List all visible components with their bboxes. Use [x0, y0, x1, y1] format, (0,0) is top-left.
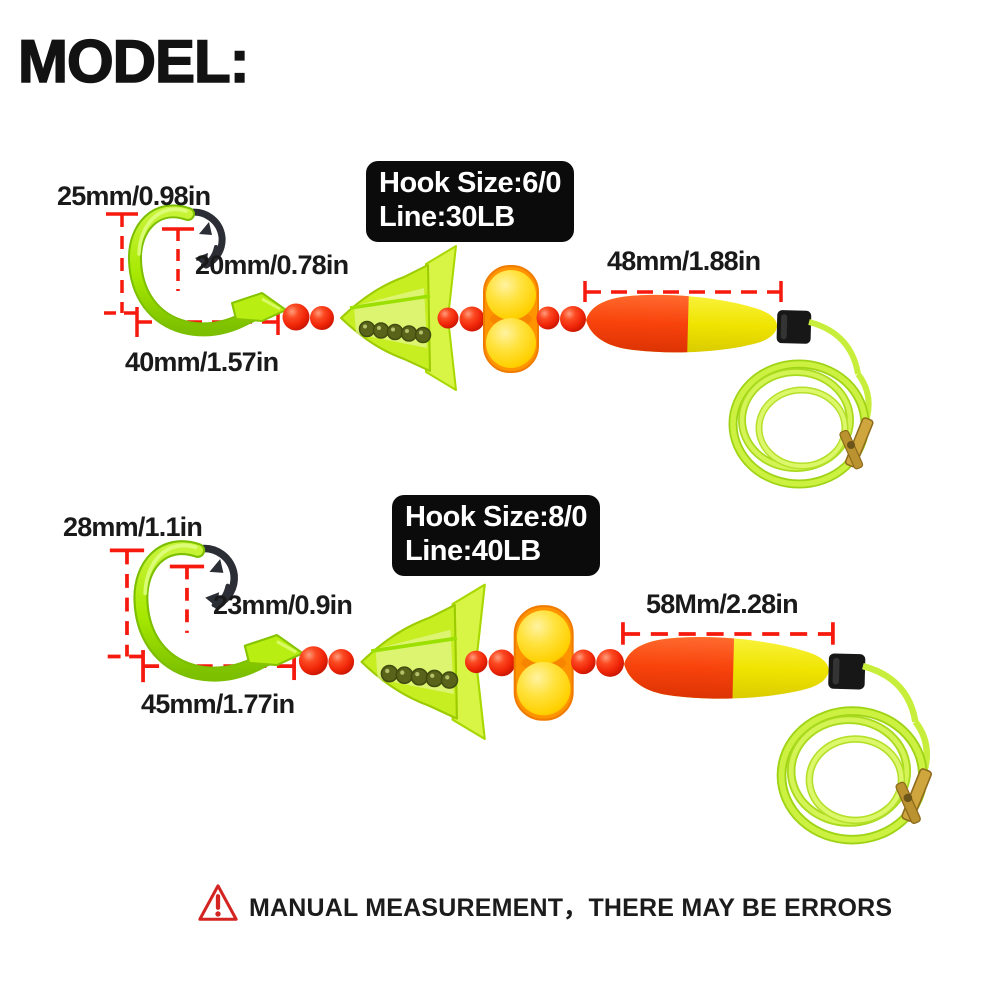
dim-hook-height-rig-2: 28mm/1.1in	[63, 512, 203, 542]
red-bead	[536, 306, 560, 330]
line-strength-label: Line:30LB	[379, 201, 515, 233]
red-bead	[437, 307, 459, 329]
warning-triangle-icon	[198, 884, 238, 921]
dim-float-length-rig-1: 48mm/1.88in	[607, 246, 761, 276]
line-strength-label: Line:40LB	[405, 535, 541, 567]
hook-size-label: Hook Size:8/0	[405, 501, 588, 533]
warning-text: MANUAL MEASUREMENT，THERE MAY BE ERRORS	[249, 894, 893, 922]
red-bead	[310, 306, 334, 330]
spec-tag-rig-1: Hook Size:6/0 Line:30LB	[366, 161, 575, 242]
page-title: MODEL:	[17, 27, 250, 96]
dim-hook-length-rig-1: 40mm/1.57in	[125, 347, 279, 377]
footer-warning: MANUAL MEASUREMENT，THERE MAY BE ERRORS	[197, 882, 892, 924]
crimp-sleeve	[231, 292, 287, 322]
spec-tag-rig-2: Hook Size:8/0 Line:40LB	[392, 495, 601, 576]
dim-hook-height-rig-1: 25mm/0.98in	[57, 181, 211, 211]
fishing-hook	[128, 204, 269, 337]
rig-artwork	[104, 204, 874, 489]
dim-hook-length-rig-2: 45mm/1.77in	[141, 689, 295, 719]
dim-float-length-rig-2: 58Mm/2.28in	[646, 589, 799, 619]
red-bead	[282, 303, 310, 331]
brass-snap	[839, 417, 874, 470]
double-ball-float	[483, 265, 539, 373]
red-bead	[560, 306, 586, 332]
dim-hook-gap-rig-2: 23mm/0.9in	[213, 590, 353, 620]
hook-size-label: Hook Size:6/0	[379, 167, 562, 199]
red-bead	[459, 306, 485, 332]
cigar-float	[586, 294, 812, 353]
dim-hook-gap-rig-1: 20mm/0.78in	[195, 250, 349, 280]
